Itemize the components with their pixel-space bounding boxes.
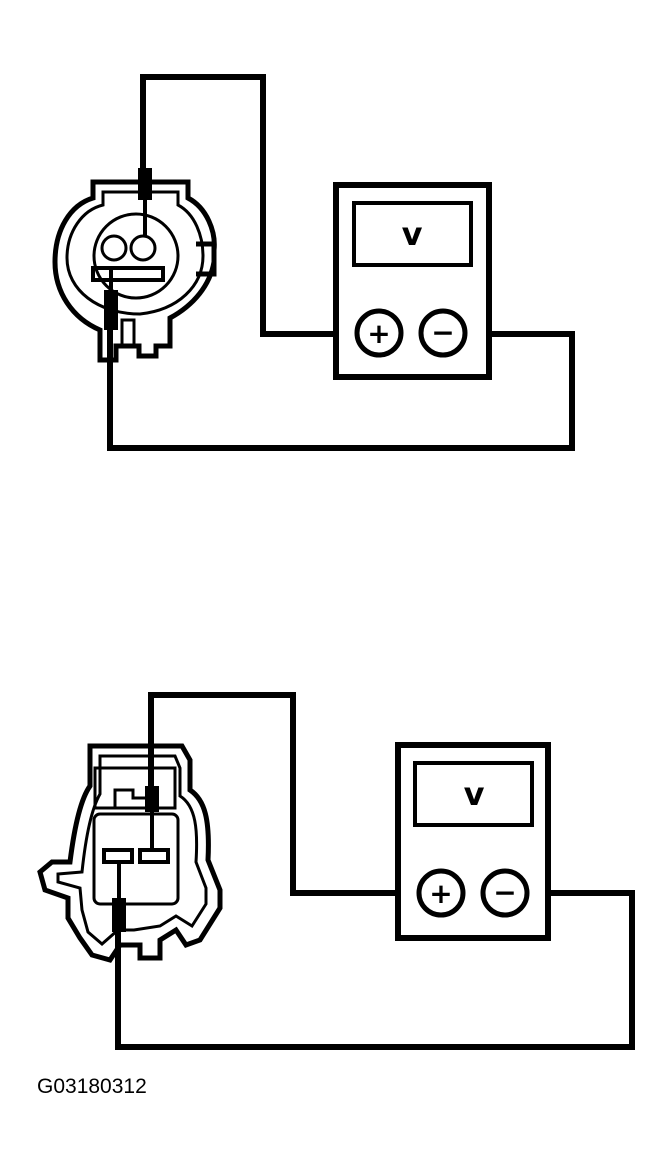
top-test-setup: v + − bbox=[52, 74, 575, 451]
bottom-voltmeter: v + − bbox=[395, 742, 551, 941]
bottom-rect-connector bbox=[37, 743, 223, 963]
bottom-positive-symbol: + bbox=[429, 877, 452, 910]
top-negative-terminal: − bbox=[418, 308, 468, 358]
top-negative-symbol: − bbox=[431, 316, 454, 349]
top-voltmeter: v + − bbox=[333, 182, 492, 380]
bottom-positive-terminal: + bbox=[416, 868, 466, 918]
top-probe-positive bbox=[138, 168, 152, 236]
bottom-meter-display-symbol: v bbox=[464, 775, 485, 813]
top-round-connector bbox=[52, 179, 217, 363]
top-positive-terminal: + bbox=[354, 308, 404, 358]
figure-code: G03180312 bbox=[37, 1075, 147, 1098]
bottom-positive-lead bbox=[148, 692, 418, 896]
top-meter-display-symbol: v bbox=[402, 215, 423, 253]
top-positive-symbol: + bbox=[367, 317, 390, 350]
bottom-probe-negative bbox=[112, 862, 126, 932]
top-positive-lead bbox=[140, 74, 356, 337]
top-negative-lead bbox=[107, 330, 575, 451]
bottom-negative-symbol: − bbox=[493, 876, 516, 909]
bottom-negative-lead bbox=[115, 890, 635, 1050]
bottom-probe-positive bbox=[145, 786, 159, 850]
bottom-test-setup: v + − bbox=[37, 692, 635, 1050]
bottom-negative-terminal: − bbox=[480, 868, 530, 918]
top-probe-negative bbox=[104, 270, 118, 330]
